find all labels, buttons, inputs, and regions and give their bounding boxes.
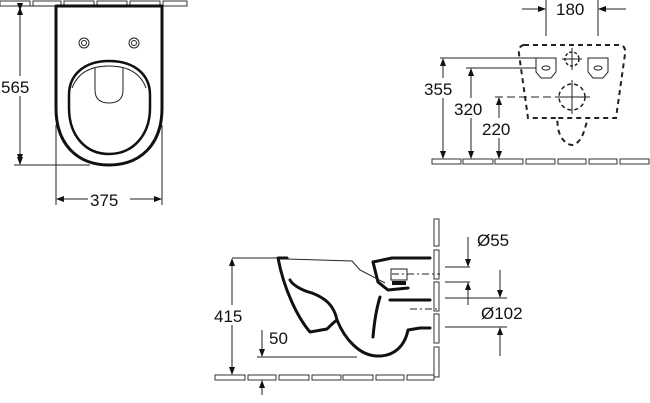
dim-50-label: 50 (269, 329, 288, 348)
dim-d55-label: Ø55 (477, 231, 509, 250)
dim-415-label: 415 (214, 307, 242, 326)
fixing-bracket-left (535, 57, 557, 79)
fixing-bolt-left (78, 37, 90, 49)
floor-tiles-side (214, 374, 435, 381)
dim-d102-label: Ø102 (481, 304, 523, 323)
bowl-profile (276, 256, 339, 334)
bowl-outline-top (54, 4, 164, 167)
dim-565-label: 565 (1, 78, 29, 97)
rear-view: 180 355 320 220 (423, 0, 650, 165)
seat-opening (67, 59, 152, 156)
dim-355-label: 355 (424, 80, 452, 99)
flush-outlet-top (94, 68, 124, 104)
floor-tiles-rear (431, 158, 650, 165)
dim-220-label: 220 (482, 120, 510, 139)
dim-180-label: 180 (556, 0, 584, 19)
dim-375-label: 375 (90, 191, 118, 210)
dim-320-label: 320 (454, 100, 482, 119)
fixing-bracket-right (587, 57, 609, 79)
fixing-bolt-right (128, 37, 140, 49)
side-view: 415 50 Ø55 Ø102 (213, 218, 523, 395)
wall-tiles-side (433, 218, 440, 378)
rear-outline (524, 44, 627, 147)
top-view: 565 375 (0, 0, 188, 210)
